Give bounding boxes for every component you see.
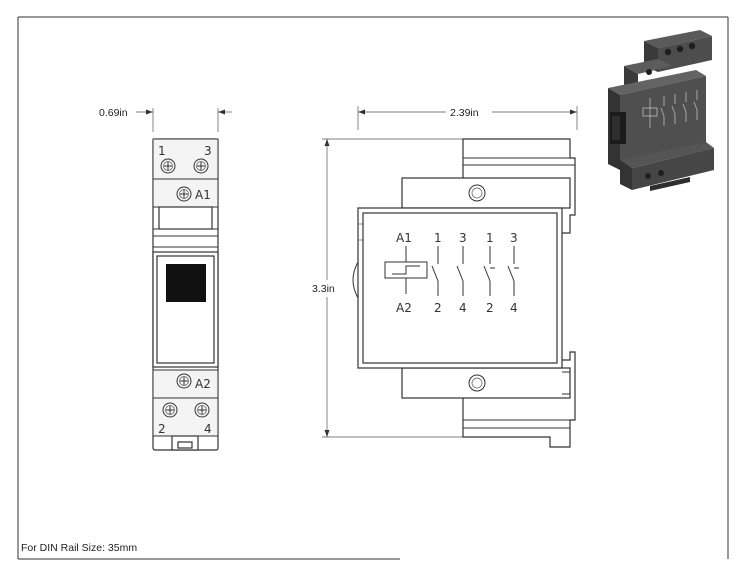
drawing-border <box>17 16 729 560</box>
wiring-schematic: A1 A2 1 2 3 4 1 2 3 <box>384 231 519 315</box>
screw-terminal-icon <box>193 158 209 174</box>
coil-terminal-label: A1 <box>195 188 211 202</box>
screw-terminal-icon <box>176 186 192 202</box>
contact-label: 1 <box>486 231 494 245</box>
screw-terminal-icon <box>176 373 192 389</box>
contact-label: 3 <box>510 231 518 245</box>
screw-terminal-icon <box>194 402 210 418</box>
contact-label: 1 <box>434 231 442 245</box>
depth-dimension-label: 2.39in <box>450 107 479 119</box>
terminal-label: 4 <box>204 422 212 436</box>
schematic-coil-label: A2 <box>396 301 412 315</box>
contact-label: 3 <box>459 231 467 245</box>
front-view: 0.69in <box>99 107 232 451</box>
indicator-window <box>166 264 206 302</box>
side-view: 2.39in 3.3in <box>312 106 578 448</box>
contact-label: 2 <box>434 301 442 315</box>
switch-contact-icon <box>431 265 439 282</box>
switch-contact-icon <box>456 265 464 282</box>
width-dimension-label: 0.69in <box>99 107 128 119</box>
schematic-coil-label: A1 <box>396 231 412 245</box>
depth-dimension: 2.39in <box>357 106 578 130</box>
product-3d-view <box>608 30 714 191</box>
din-rail-note: For DIN Rail Size: 35mm <box>21 542 137 554</box>
switch-contact-icon <box>483 265 491 282</box>
width-dimension: 0.69in <box>99 107 232 132</box>
switch-contact-icon <box>507 265 515 282</box>
height-dimension: 3.3in <box>312 138 463 438</box>
height-dimension-label: 3.3in <box>312 283 335 295</box>
screw-terminal-icon <box>162 402 178 418</box>
terminal-label: 3 <box>204 144 212 158</box>
terminal-label: 2 <box>158 422 166 436</box>
contact-label: 2 <box>486 301 494 315</box>
contact-label: 4 <box>510 301 518 315</box>
coil-terminal-label: A2 <box>195 377 211 391</box>
screw-terminal-icon <box>160 158 176 174</box>
terminal-label: 1 <box>158 144 166 158</box>
contact-label: 4 <box>459 301 467 315</box>
